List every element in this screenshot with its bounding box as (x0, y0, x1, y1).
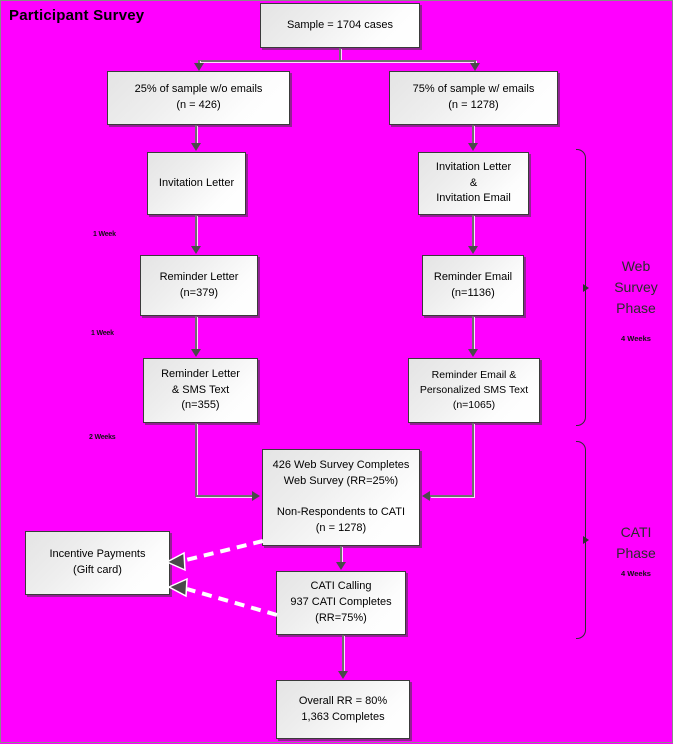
arrow-left-invitation (191, 143, 201, 151)
connector-left-branch-to-invitation (195, 125, 197, 145)
node-left-branch[interactable]: 25% of sample w/o emails (n = 426) (107, 71, 290, 125)
node-right-reminder[interactable]: Reminder Email (n=1136) (422, 255, 524, 316)
dashed-line-web-to-incentive (185, 539, 264, 562)
node-right-invitation[interactable]: Invitation Letter & Invitation Email (418, 152, 529, 215)
cati-phase-bracket (576, 441, 589, 639)
connector-right-sms-across (430, 495, 474, 497)
cati-phase-duration: 4 Weeks (621, 569, 651, 578)
node-right-reminder-sms[interactable]: Reminder Email & Personalized SMS Text (… (408, 358, 540, 423)
connector-split-bar (198, 60, 476, 62)
node-web-completes-label: 426 Web Survey Completes Web Survey (RR=… (272, 458, 410, 535)
connector-right-sms-down (472, 423, 474, 495)
time-label-left-weeks-2: 2 Weeks (89, 434, 116, 441)
connector-sample-down (339, 48, 341, 61)
node-left-reminder-label: Reminder Letter (n=379) (159, 270, 239, 299)
connector-cati-to-overall (342, 635, 344, 673)
node-incentive[interactable]: Incentive Payments (Gift card) (25, 531, 170, 595)
arrow-right-invitation (468, 143, 478, 151)
dashed-line-cati-to-incentive (186, 587, 278, 617)
web-survey-phase-bracket (576, 149, 589, 426)
page-title: Participant Survey (9, 7, 145, 24)
arrow-to-cati-calling (336, 562, 346, 570)
node-right-reminder-label: Reminder Email (n=1136) (433, 270, 513, 299)
node-left-reminder[interactable]: Reminder Letter (n=379) (140, 255, 258, 316)
node-left-invitation-label: Invitation Letter (158, 176, 235, 189)
arrowhead-cati-to-incentive (167, 577, 188, 598)
connector-right-branch-to-invitation (472, 125, 474, 145)
connector-left-reminder-to-sms (195, 316, 197, 350)
node-sample[interactable]: Sample = 1704 cases (260, 3, 420, 48)
time-label-left-week-2: 1 Week (91, 330, 114, 337)
arrow-left-into-web-completes (252, 491, 260, 501)
connector-web-to-cati (340, 546, 342, 563)
arrow-right-reminder-sms (468, 349, 478, 357)
connector-left-sms-down (195, 423, 197, 495)
node-cati-calling-label: CATI Calling 937 CATI Completes (RR=75%) (290, 580, 392, 624)
arrow-right-into-web-completes (422, 491, 430, 501)
node-sample-label: Sample = 1704 cases (286, 18, 394, 31)
node-left-reminder-sms-label: Reminder Letter & SMS Text (n=355) (161, 367, 240, 412)
node-right-branch[interactable]: 75% of sample w/ emails (n = 1278) (389, 71, 558, 125)
arrow-to-left-branch (194, 63, 204, 71)
web-survey-phase-label: Web Survey Phase (614, 258, 658, 316)
node-right-invitation-label: Invitation Letter & Invitation Email (435, 160, 512, 205)
node-left-branch-label: 25% of sample w/o emails (n = 426) (134, 83, 263, 111)
time-label-left-week-1: 1 Week (93, 231, 116, 238)
node-web-completes[interactable]: 426 Web Survey Completes Web Survey (RR=… (262, 449, 420, 546)
node-right-branch-label: 75% of sample w/ emails (n = 1278) (412, 83, 535, 111)
node-left-invitation[interactable]: Invitation Letter (147, 152, 246, 215)
node-overall[interactable]: Overall RR = 80% 1,363 Completes (276, 680, 410, 739)
node-incentive-label: Incentive Payments (Gift card) (49, 548, 146, 576)
node-left-reminder-sms[interactable]: Reminder Letter & SMS Text (n=355) (143, 358, 258, 423)
cati-phase-label: CATI Phase (616, 524, 656, 561)
arrow-right-reminder (468, 246, 478, 254)
arrow-left-reminder (191, 246, 201, 254)
connector-left-invitation-to-reminder (195, 215, 197, 247)
arrow-to-right-branch (470, 63, 480, 71)
arrow-left-reminder-sms (191, 349, 201, 357)
node-cati-calling[interactable]: CATI Calling 937 CATI Completes (RR=75%) (276, 571, 406, 635)
web-survey-phase-duration: 4 Weeks (621, 334, 651, 343)
connector-right-invitation-to-reminder (472, 215, 474, 247)
connector-right-reminder-to-sms (472, 316, 474, 350)
arrow-to-overall (338, 671, 348, 679)
node-right-reminder-sms-label: Reminder Email & Personalized SMS Text (… (419, 368, 529, 412)
node-overall-label: Overall RR = 80% 1,363 Completes (298, 694, 388, 723)
connector-left-sms-across (195, 495, 252, 497)
